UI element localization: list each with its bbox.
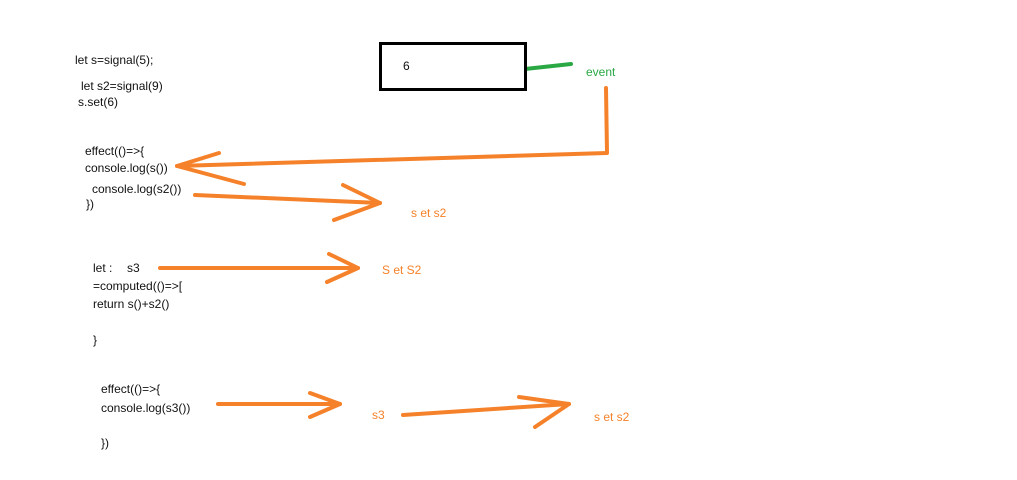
code-effect2-open: effect(()=>{ <box>101 382 161 396</box>
s3-deps-arrow-line <box>401 402 571 417</box>
effect2-s3-label: s3 <box>372 408 385 422</box>
event-label: event <box>586 65 616 79</box>
effect2-deps-arrowhead <box>308 391 342 419</box>
code-set-s: s.set(6) <box>78 95 119 109</box>
signal-value: 6 <box>403 59 410 73</box>
effect1-deps-arrow-line <box>193 193 382 205</box>
code-computed-let: let : <box>93 261 113 275</box>
event-trigger-arrow-line <box>175 86 609 168</box>
code-effect2-close: }) <box>101 436 110 450</box>
event-link-line <box>523 62 573 71</box>
computed-deps-label: S et S2 <box>382 263 422 277</box>
code-computed-return: return s()+s2() <box>93 297 170 311</box>
code-computed-close: } <box>93 333 98 347</box>
code-effect1-log-s: console.log(s()) <box>85 161 168 175</box>
code-effect1-close: }) <box>86 197 95 211</box>
code-decl-s: let s=signal(5); <box>75 53 154 67</box>
effect1-deps-label: s et s2 <box>411 206 447 220</box>
code-decl-s2: let s2=signal(9) <box>81 79 163 93</box>
code-effect1-open: effect(()=>{ <box>85 144 145 158</box>
code-effect2-log-s3: console.log(s3()) <box>101 401 191 415</box>
code-computed-name: s3 <box>127 261 140 275</box>
s3-deps-arrowhead <box>517 395 571 429</box>
event-trigger-arrowhead <box>175 151 246 186</box>
s3-deps-label: s et s2 <box>594 410 630 424</box>
code-computed-assign: =computed(()=>[ <box>93 279 183 293</box>
code-effect1-log-s2: console.log(s2()) <box>92 182 182 196</box>
effect1-deps-arrowhead <box>332 183 382 222</box>
computed-deps-arrowhead <box>325 252 360 284</box>
signal-value-box: 6 <box>379 42 527 91</box>
